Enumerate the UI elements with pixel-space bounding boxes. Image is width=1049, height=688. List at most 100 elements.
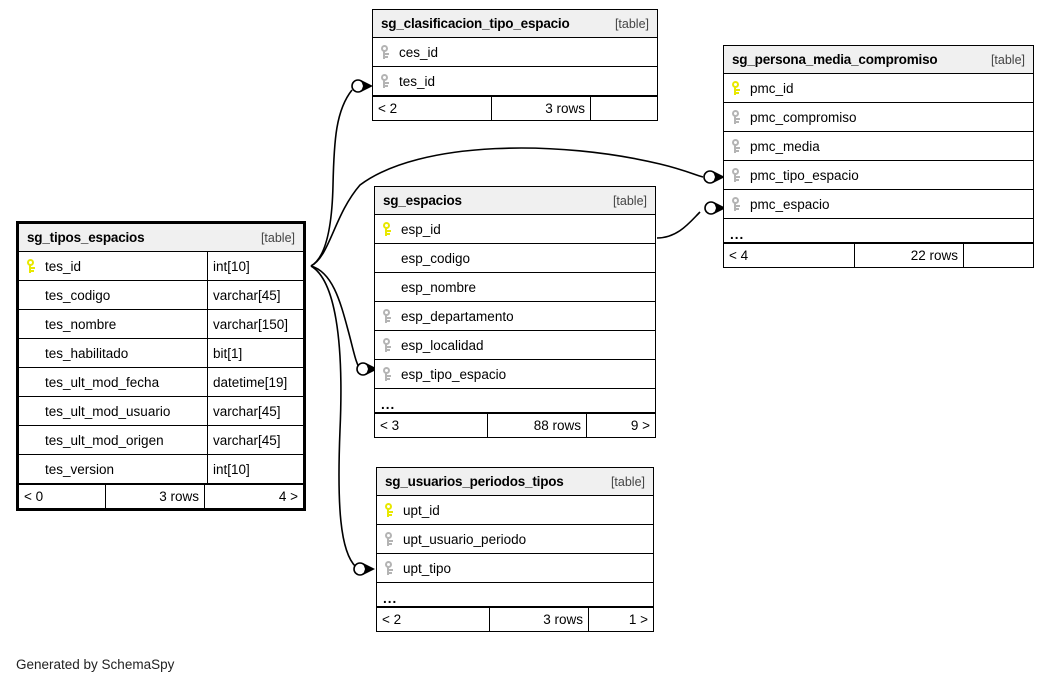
edge-tes-to-clasificacion <box>310 89 353 267</box>
cardinality-zero-upt <box>353 562 367 576</box>
cardinality-zero-espacios <box>356 362 370 376</box>
column-type: bit[1] <box>207 339 303 367</box>
column-row[interactable]: esp_localidad <box>375 331 655 360</box>
table-title: sg_clasificacion_tipo_espacio <box>381 16 570 31</box>
more-columns-indicator: ... <box>724 219 1033 243</box>
column-row[interactable]: esp_tipo_espacio <box>375 360 655 389</box>
column-name: tes_habilitado <box>45 345 129 361</box>
column-row[interactable]: esp_id <box>375 215 655 244</box>
table-sg-usuarios-periodos-tipos[interactable]: sg_usuarios_periodos_tipos [table] upt_i… <box>376 467 654 632</box>
column-name: esp_departamento <box>401 308 514 324</box>
footer-parent-count: < 2 <box>382 612 402 627</box>
column-name: esp_id <box>401 221 441 237</box>
table-type-tag: [table] <box>990 52 1025 67</box>
column-name: tes_ult_mod_origen <box>45 432 164 448</box>
table-sg-persona-media-compromiso[interactable]: sg_persona_media_compromiso [table] pmc_… <box>723 45 1034 268</box>
column-name: tes_codigo <box>45 287 111 303</box>
column-row[interactable]: pmc_compromiso <box>724 103 1033 132</box>
column-row[interactable]: upt_usuario_periodo <box>377 525 653 554</box>
column-row[interactable]: pmc_espacio <box>724 190 1033 219</box>
column-name: tes_ult_mod_usuario <box>45 403 171 419</box>
column-name: pmc_compromiso <box>750 109 857 125</box>
column-type: varchar[45] <box>207 426 303 454</box>
edge-espacios-to-pmc-espacio <box>656 211 701 239</box>
column-name: ces_id <box>399 44 439 60</box>
table-header: sg_persona_media_compromiso [table] <box>724 46 1033 74</box>
column-row[interactable]: tes_id <box>373 67 657 96</box>
foreign-key-icon <box>724 167 750 183</box>
table-title: sg_espacios <box>383 193 462 208</box>
edge-tes-to-upt <box>310 265 357 568</box>
column-name: upt_usuario_periodo <box>403 531 527 547</box>
foreign-key-icon <box>377 531 403 547</box>
footer-parent-count: < 4 <box>729 248 749 263</box>
column-name: pmc_tipo_espacio <box>750 167 859 183</box>
table-type-tag: [table] <box>260 230 295 245</box>
column-name: pmc_espacio <box>750 196 830 212</box>
column-row[interactable]: upt_tipo <box>377 554 653 583</box>
crowfoot-upt <box>363 563 375 575</box>
column-name: tes_version <box>45 461 115 477</box>
footer-child-count <box>964 244 1033 267</box>
column-type: datetime[19] <box>207 368 303 396</box>
table-header: sg_usuarios_periodos_tipos [table] <box>377 468 653 496</box>
table-footer: < 4 22 rows <box>724 243 1033 267</box>
footer-row-count: 88 rows <box>487 414 587 437</box>
column-row[interactable]: esp_codigo <box>375 244 655 273</box>
column-name: esp_nombre <box>401 279 477 295</box>
footer-child-count: 4 > <box>278 489 298 504</box>
table-footer: < 3 88 rows 9 > <box>375 413 655 437</box>
edge-tes-to-espacios <box>310 265 362 371</box>
primary-key-icon <box>724 80 750 96</box>
table-header: sg_clasificacion_tipo_espacio [table] <box>373 10 657 38</box>
table-sg-tipos-espacios[interactable]: sg_tipos_espacios [table] tes_id int[10]… <box>16 221 306 511</box>
column-row[interactable]: ces_id <box>373 38 657 67</box>
column-row[interactable]: pmc_tipo_espacio <box>724 161 1033 190</box>
column-row[interactable]: tes_codigo varchar[45] <box>19 281 303 310</box>
column-name: tes_id <box>399 73 436 89</box>
column-row[interactable]: tes_ult_mod_usuario varchar[45] <box>19 397 303 426</box>
foreign-key-icon <box>375 308 401 324</box>
table-footer: < 2 3 rows 1 > <box>377 607 653 631</box>
column-row[interactable]: tes_ult_mod_origen varchar[45] <box>19 426 303 455</box>
column-name: esp_tipo_espacio <box>401 366 507 382</box>
column-type: int[10] <box>207 252 303 280</box>
column-name: upt_id <box>403 502 440 518</box>
table-type-tag: [table] <box>610 474 645 489</box>
column-row[interactable]: pmc_media <box>724 132 1033 161</box>
column-row[interactable]: tes_nombre varchar[150] <box>19 310 303 339</box>
footer-parent-count: < 0 <box>24 489 44 504</box>
column-row[interactable]: tes_version int[10] <box>19 455 303 484</box>
table-sg-espacios[interactable]: sg_espacios [table] esp_id esp_codigo es… <box>374 186 656 438</box>
table-sg-clasificacion-tipo-espacio[interactable]: sg_clasificacion_tipo_espacio [table] ce… <box>372 9 658 121</box>
schemaspy-credit: Generated by SchemaSpy <box>16 657 175 672</box>
cardinality-zero-pmc-espacio <box>704 201 718 215</box>
column-name: pmc_id <box>750 80 794 96</box>
column-name: tes_nombre <box>45 316 117 332</box>
foreign-key-icon <box>375 366 401 382</box>
table-header: sg_espacios [table] <box>375 187 655 215</box>
column-row[interactable]: esp_nombre <box>375 273 655 302</box>
column-row[interactable]: tes_habilitado bit[1] <box>19 339 303 368</box>
column-type: varchar[45] <box>207 397 303 425</box>
column-row[interactable]: tes_ult_mod_fecha datetime[19] <box>19 368 303 397</box>
column-row[interactable]: upt_id <box>377 496 653 525</box>
column-row[interactable]: tes_id int[10] <box>19 252 303 281</box>
foreign-key-icon <box>724 138 750 154</box>
primary-key-icon <box>375 221 401 237</box>
column-type: varchar[150] <box>207 310 303 338</box>
footer-parent-count: < 2 <box>378 101 398 116</box>
table-title: sg_persona_media_compromiso <box>732 52 938 67</box>
table-header: sg_tipos_espacios [table] <box>19 224 303 252</box>
foreign-key-icon <box>377 560 403 576</box>
column-row[interactable]: esp_departamento <box>375 302 655 331</box>
foreign-key-icon <box>373 44 399 60</box>
more-columns-indicator: ... <box>375 389 655 413</box>
cardinality-zero-clasificacion <box>351 79 365 93</box>
column-name: esp_codigo <box>401 250 471 266</box>
footer-row-count: 3 rows <box>105 485 205 508</box>
column-row[interactable]: pmc_id <box>724 74 1033 103</box>
footer-row-count: 22 rows <box>854 244 964 267</box>
primary-key-icon <box>377 502 403 518</box>
